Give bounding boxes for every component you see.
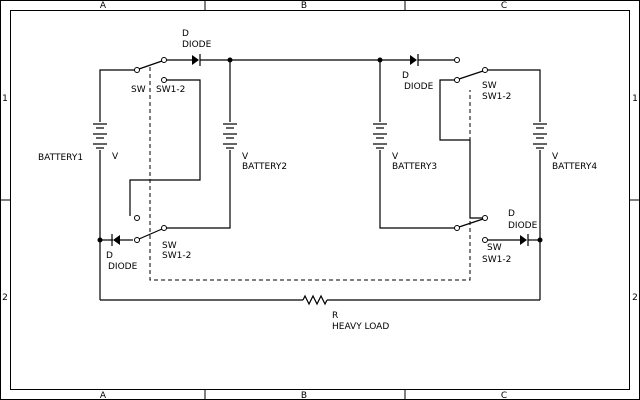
zone-row-1-right: 1 bbox=[632, 94, 638, 104]
load-resistor-symbol bbox=[302, 294, 328, 306]
diode-top-left-value: DIODE bbox=[182, 40, 212, 50]
zone-row-2-right: 2 bbox=[632, 293, 638, 303]
battery2-symbol bbox=[223, 123, 237, 149]
load-ref: R bbox=[332, 311, 338, 321]
zone-row-1-left: 1 bbox=[2, 94, 8, 104]
switch-top-left-value: SW1-2 bbox=[156, 85, 185, 95]
diode-top-left-symbol bbox=[192, 54, 201, 66]
zone-col-b-bottom: B bbox=[301, 391, 307, 400]
diode-bottom-left-symbol bbox=[111, 234, 120, 246]
battery4-symbol bbox=[533, 123, 547, 149]
load-value: HEAVY LOAD bbox=[332, 322, 389, 332]
diode-top-right-value: DIODE bbox=[404, 82, 434, 92]
battery1-value: V bbox=[112, 152, 119, 162]
diode-bottom-right-symbol bbox=[520, 234, 529, 246]
battery2-ref: BATTERY2 bbox=[242, 162, 287, 172]
switch-bottom-left-value: SW1-2 bbox=[162, 251, 191, 261]
diode-top-right-symbol bbox=[410, 54, 419, 66]
zone-col-c-top: C bbox=[501, 1, 507, 11]
diode-bottom-left-value: DIODE bbox=[108, 262, 138, 272]
junction-dots bbox=[97, 57, 543, 243]
battery4-value: V bbox=[552, 152, 559, 162]
zone-row-2-left: 2 bbox=[2, 293, 8, 303]
switch-top-right-symbol bbox=[454, 57, 488, 83]
switch-top-left-ref: SW bbox=[131, 85, 146, 95]
diode-bottom-right-value: DIODE bbox=[508, 221, 538, 231]
zone-col-c-bottom: C bbox=[501, 391, 507, 400]
switch-linkage bbox=[149, 67, 471, 281]
diode-bottom-right-ref: D bbox=[508, 209, 515, 219]
switch-bottom-right-symbol bbox=[454, 215, 488, 243]
diode-bottom-left-ref: D bbox=[106, 251, 113, 261]
battery3-ref: BATTERY3 bbox=[392, 162, 437, 172]
inner-border bbox=[10, 10, 630, 390]
switch-bottom-left-ref: SW bbox=[162, 241, 177, 251]
battery1-symbol bbox=[93, 123, 107, 149]
diode-top-left-ref: D bbox=[182, 29, 189, 39]
battery3-value: V bbox=[392, 152, 399, 162]
zone-col-a-bottom: A bbox=[100, 391, 107, 400]
zone-col-a-top: A bbox=[100, 1, 107, 11]
switch-bottom-right-ref: SW bbox=[487, 243, 502, 253]
zone-col-b-top: B bbox=[301, 1, 307, 11]
battery2-value: V bbox=[242, 152, 249, 162]
battery1-ref: BATTERY1 bbox=[38, 153, 83, 163]
switch-bottom-right-value: SW1-2 bbox=[482, 255, 511, 265]
switch-bottom-left-symbol bbox=[134, 215, 167, 243]
switch-top-right-ref: SW bbox=[482, 81, 497, 91]
wiring bbox=[99, 59, 541, 301]
diode-top-right-ref: D bbox=[402, 71, 409, 81]
battery3-symbol bbox=[373, 123, 387, 149]
battery4-ref: BATTERY4 bbox=[552, 162, 597, 172]
switch-top-left-symbol bbox=[134, 57, 167, 83]
switch-top-right-value: SW1-2 bbox=[482, 92, 511, 102]
